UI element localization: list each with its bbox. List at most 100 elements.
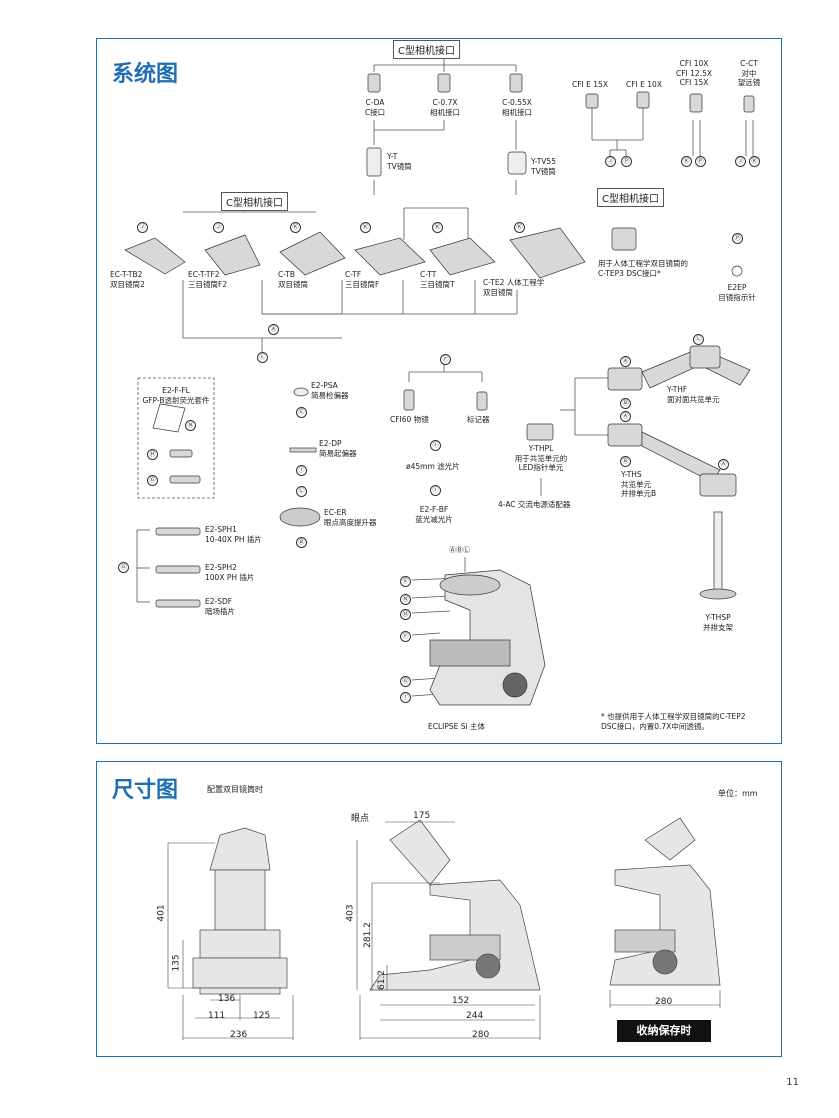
- dim-storage-width: 280: [655, 997, 673, 1007]
- marker-a: Ⓐ: [268, 324, 279, 335]
- page-number: 11: [786, 1077, 799, 1088]
- dim-side-top: 175: [413, 811, 431, 821]
- dim-side-w3: 280: [472, 1030, 490, 1040]
- dim-side-low: 61.2: [377, 969, 388, 991]
- dimensions-panel: [96, 761, 782, 1057]
- marker-j: Ⓙ: [605, 156, 616, 167]
- marker-i: Ⓘ: [430, 440, 441, 451]
- dimensions-title: 尺寸图: [112, 778, 179, 803]
- power-adapter: 4-AC 交流电源适配器: [498, 500, 571, 509]
- marker-b: Ⓑ: [296, 537, 307, 548]
- marker-a: Ⓐ: [718, 459, 729, 470]
- marker-k: Ⓚ: [681, 156, 692, 167]
- marker-n: Ⓝ: [400, 594, 411, 605]
- marker-j: Ⓙ: [213, 222, 224, 233]
- marker-l: Ⓛ: [257, 352, 268, 363]
- dimensions-subtitle: 配置双目镜筒时: [207, 785, 263, 794]
- marker-e: Ⓔ: [296, 407, 307, 418]
- marker-g: Ⓖ: [147, 475, 158, 486]
- marker-k: Ⓚ: [432, 222, 443, 233]
- dim-side-height: 403: [345, 904, 356, 922]
- tube-c-te2: C-TE2 人体工程学双目镜筒: [483, 278, 545, 297]
- unit-label: 单位：mm: [718, 789, 758, 798]
- marker-b: Ⓑ: [620, 398, 631, 409]
- marker-a: Ⓐ: [620, 411, 631, 422]
- eyepoint-label: 眼点: [351, 814, 370, 824]
- marker-i: Ⓘ: [296, 465, 307, 476]
- marker-e: Ⓔ: [400, 576, 411, 587]
- marker-b: Ⓑ: [620, 456, 631, 467]
- marker-h: Ⓗ: [147, 449, 158, 460]
- marker-g: Ⓖ: [400, 676, 411, 687]
- camera-mount-mid: C型相机接口: [221, 192, 288, 211]
- marker-j: Ⓙ: [137, 222, 148, 233]
- marker-l: Ⓛ: [693, 334, 704, 345]
- marker-p: Ⓟ: [621, 156, 632, 167]
- system-title: 系统图: [112, 62, 179, 87]
- marker-k: Ⓚ: [360, 222, 371, 233]
- marker-p: Ⓟ: [732, 233, 743, 244]
- marker-unit: 标记器: [467, 415, 490, 424]
- marker-f: Ⓕ: [400, 631, 411, 642]
- marker-i: Ⓘ: [400, 692, 411, 703]
- marker-abl: ⒶⒷⓁ: [449, 546, 470, 554]
- marker-p: Ⓟ: [695, 156, 706, 167]
- dim-front-w3: 125: [253, 1011, 271, 1021]
- marker-i: Ⓘ: [430, 485, 441, 496]
- dim-side-mid: 281.2: [362, 922, 373, 948]
- dim-front-stage: 135: [171, 954, 182, 972]
- dim-side-w2: 244: [466, 1011, 484, 1021]
- filter-45mm: ø45mm 滤光片: [406, 462, 460, 471]
- marker-h: Ⓗ: [400, 609, 411, 620]
- eyepiece-10x: CFI E 10X: [626, 80, 662, 89]
- body-label: ECLIPSE Si 主体: [428, 722, 486, 731]
- storage-label: 收纳保存时: [617, 1020, 711, 1042]
- marker-j: Ⓙ: [735, 156, 746, 167]
- camera-mount-top: C型相机接口: [393, 40, 460, 59]
- marker-g: Ⓖ: [118, 562, 129, 573]
- dim-front-height: 401: [156, 904, 167, 922]
- marker-k: Ⓚ: [290, 222, 301, 233]
- marker-k: Ⓚ: [514, 222, 525, 233]
- dim-front-w1: 136: [218, 994, 236, 1004]
- marker-a: Ⓐ: [620, 356, 631, 367]
- marker-l: Ⓛ: [296, 486, 307, 497]
- dim-front-total: 236: [230, 1030, 248, 1040]
- marker-f: Ⓕ: [440, 354, 451, 365]
- eyepiece-15x: CFI E 15X: [572, 80, 608, 89]
- marker-n: Ⓝ: [185, 420, 196, 431]
- dim-front-w2: 111: [208, 1011, 226, 1021]
- system-diagram-panel: [96, 38, 782, 744]
- marker-k: Ⓚ: [749, 156, 760, 167]
- cfi60-objective: CFI60 物镜: [390, 415, 429, 424]
- camera-mount-right: C型相机接口: [597, 188, 664, 207]
- dim-side-w1: 152: [452, 996, 470, 1006]
